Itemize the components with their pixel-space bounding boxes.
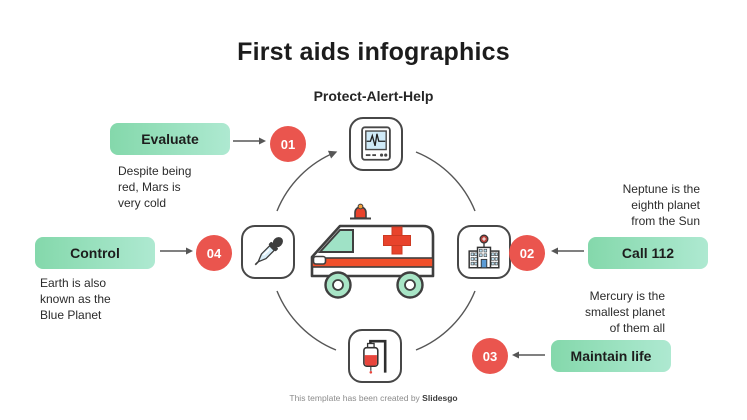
ambulance-illustration	[310, 203, 435, 299]
arrow-right-icon	[160, 247, 193, 255]
evaluate-button[interactable]: Evaluate	[110, 123, 230, 155]
dropper-tile	[241, 225, 295, 279]
credit-line: This template has been created by Slides…	[0, 393, 747, 403]
step-4-description: Earth is also known as the Blue Planet	[40, 276, 111, 322]
dropper-icon	[254, 237, 283, 266]
step-2-description: Neptune is the eighth planet from the Su…	[622, 182, 700, 228]
iv-drip-icon	[363, 339, 387, 374]
control-button[interactable]: Control	[35, 237, 155, 269]
credit-text: This template has been created by	[289, 393, 423, 403]
page-title: First aids infographics	[237, 38, 510, 66]
page-subtitle: Protect-Alert-Help	[313, 88, 434, 104]
heart-monitor-icon	[361, 126, 391, 161]
step-2-badge: 02	[509, 235, 545, 271]
step-1-badge: 01	[270, 126, 306, 162]
arrow-left-icon	[551, 247, 584, 255]
step-1-description: Despite being red, Mars is very cold	[118, 164, 192, 210]
hospital-tile	[457, 225, 511, 279]
arrow-left-icon	[512, 351, 545, 359]
step-4-badge: 04	[196, 235, 232, 271]
step-3-description: Mercury is the smallest planet of them a…	[584, 289, 665, 335]
iv-drip-tile	[348, 329, 402, 383]
maintain-life-button[interactable]: Maintain life	[551, 340, 671, 372]
arrow-right-icon	[233, 137, 266, 145]
credit-brand: Slidesgo	[422, 393, 458, 403]
hospital-icon	[468, 234, 500, 269]
heart-monitor-tile	[349, 117, 403, 171]
step-3-badge: 03	[472, 338, 508, 374]
call-112-button[interactable]: Call 112	[588, 237, 708, 269]
